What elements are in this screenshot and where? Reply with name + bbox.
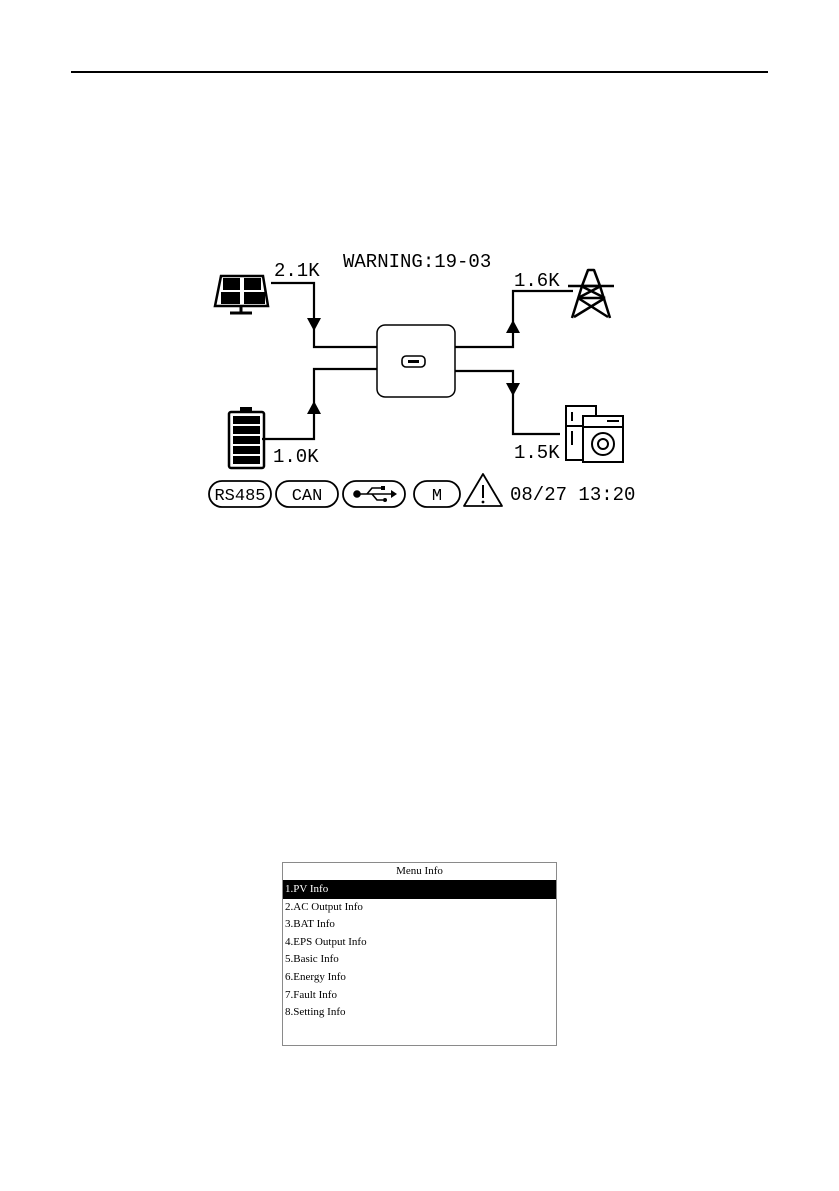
menu-item-eps-output-info[interactable]: 4.EPS Output Info: [283, 934, 556, 952]
menu-item-bat-info[interactable]: 3.BAT Info: [283, 916, 556, 934]
menu-panel: Menu Info 1.PV Info 2.AC Output Info 3.B…: [282, 862, 557, 1046]
inverter-icon: [377, 325, 455, 397]
grid-power-value: 1.6K: [514, 270, 560, 292]
svg-text:CAN: CAN: [292, 487, 323, 506]
grid-tower-icon: [568, 270, 614, 318]
status-pill-m: M: [414, 481, 460, 507]
svg-text:RS485: RS485: [214, 487, 265, 506]
svg-text:M: M: [432, 487, 442, 506]
battery-flow-arrow: [307, 401, 321, 414]
battery-icon: [229, 407, 264, 468]
menu-list: 1.PV Info 2.AC Output Info 3.BAT Info 4.…: [283, 881, 556, 1022]
menu-item-basic-info[interactable]: 5.Basic Info: [283, 951, 556, 969]
warning-text: WARNING:19-03: [343, 251, 491, 273]
status-pill-usb: [343, 481, 405, 507]
status-pill-rs485: RS485: [209, 481, 271, 507]
warning-icon: [464, 474, 502, 506]
menu-item-energy-info[interactable]: 6.Energy Info: [283, 969, 556, 987]
pv-flow-arrow: [307, 318, 321, 331]
load-flow-arrow: [506, 383, 520, 396]
solar-panel-icon: [215, 276, 268, 313]
battery-power-value: 1.0K: [273, 446, 319, 468]
load-power-value: 1.5K: [514, 442, 560, 464]
datetime-text: 08/27 13:20: [510, 484, 635, 506]
menu-item-pv-info[interactable]: 1.PV Info: [283, 881, 556, 899]
menu-item-ac-output-info[interactable]: 2.AC Output Info: [283, 899, 556, 917]
status-pill-can: CAN: [276, 481, 338, 507]
pv-power-value: 2.1K: [274, 260, 320, 282]
grid-flow-arrow: [506, 320, 520, 333]
energy-flow-display: WARNING:19-03 2.1K 1.6K: [0, 0, 839, 560]
menu-item-fault-info[interactable]: 7.Fault Info: [283, 987, 556, 1005]
menu-title: Menu Info: [283, 863, 556, 881]
home-appliance-icon: [566, 406, 623, 462]
menu-item-setting-info[interactable]: 8.Setting Info: [283, 1004, 556, 1022]
usb-icon: [354, 486, 397, 502]
